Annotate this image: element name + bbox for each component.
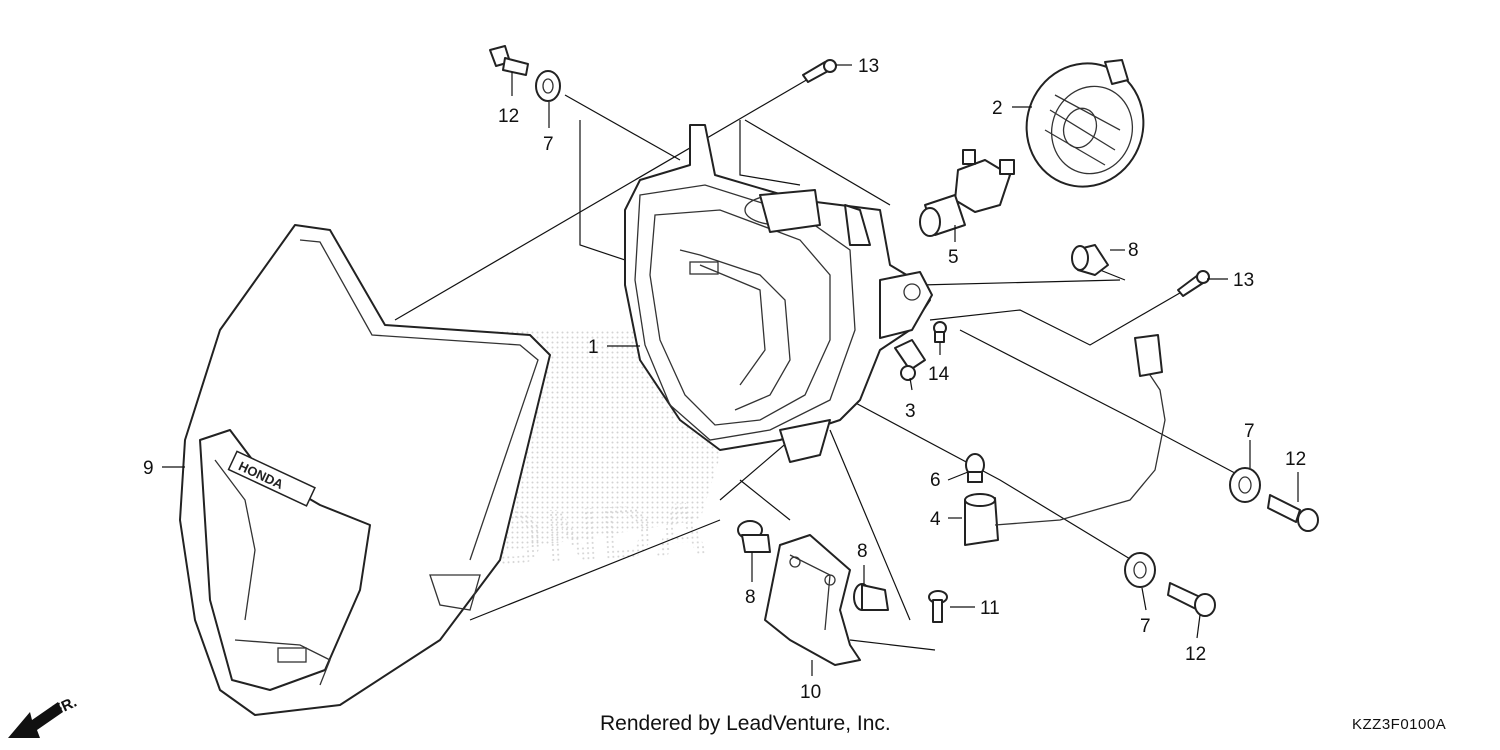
callout-part-8-upper: 8 — [1128, 240, 1139, 261]
part-4-socket-with-wire — [964, 334, 1166, 546]
render-credit: Rendered by LeadVenture, Inc. — [600, 712, 891, 735]
part-3-clamp — [894, 339, 926, 381]
part-14-screw — [933, 321, 947, 343]
callout-part-7-top: 7 — [543, 134, 554, 155]
callout-part-7-lower: 7 — [1140, 616, 1151, 637]
part-8-grommet-upper — [1071, 244, 1109, 276]
callout-part-5: 5 — [948, 247, 959, 268]
part-9-headlight-cowl: HONDA — [179, 224, 551, 716]
front-direction-arrow: FR. — [8, 694, 79, 738]
front-arrow-label: FR. — [50, 694, 79, 720]
part-8-grommet-left — [737, 520, 771, 553]
callout-part-1: 1 — [588, 337, 599, 358]
part-7-rubber-lower — [1124, 552, 1156, 588]
callout-part-10: 10 — [800, 682, 821, 703]
callout-part-12-lower: 12 — [1185, 644, 1206, 665]
part-12-bolt-right — [1267, 494, 1319, 532]
callout-leaders — [162, 64, 1299, 676]
part-13-screw-top — [802, 59, 837, 83]
callout-part-14: 14 — [928, 364, 950, 385]
part-13-screw-right — [1177, 270, 1210, 297]
callout-labels: 1 2 3 4 5 6 7 7 7 8 8 8 9 10 11 12 12 12… — [143, 56, 1306, 703]
part-7-rubber-right — [1229, 467, 1261, 503]
callout-part-8-right: 8 — [857, 541, 868, 562]
part-8-grommet-right — [853, 583, 889, 611]
part-2-dust-cover — [1025, 59, 1145, 188]
callout-part-12-right: 12 — [1285, 449, 1306, 470]
part-11-screw — [928, 590, 948, 623]
callout-part-9: 9 — [143, 458, 154, 479]
callout-part-3: 3 — [905, 401, 916, 422]
part-12-bolt-lower — [1167, 582, 1216, 617]
callout-part-8-left: 8 — [745, 587, 756, 608]
callout-part-6: 6 — [930, 470, 941, 491]
callout-part-11: 11 — [980, 598, 1000, 619]
assembly-lines — [394, 74, 1249, 651]
part-5-headlight-bulb — [919, 149, 1015, 237]
part-1-headlight-unit — [624, 124, 933, 463]
callout-part-13-top: 13 — [858, 56, 879, 77]
callout-part-13-right: 13 — [1233, 270, 1254, 291]
part-12-bolt-top — [489, 45, 529, 76]
callout-part-4: 4 — [930, 509, 941, 530]
diagram-code: KZZ3F0100A — [1352, 716, 1447, 733]
part-6-position-bulb — [965, 453, 985, 483]
callout-part-12-top: 12 — [498, 106, 519, 127]
part-10-bracket — [764, 534, 861, 666]
part-7-rubber-top — [535, 70, 561, 102]
callout-part-2: 2 — [992, 98, 1003, 119]
callout-part-7-right: 7 — [1244, 421, 1255, 442]
